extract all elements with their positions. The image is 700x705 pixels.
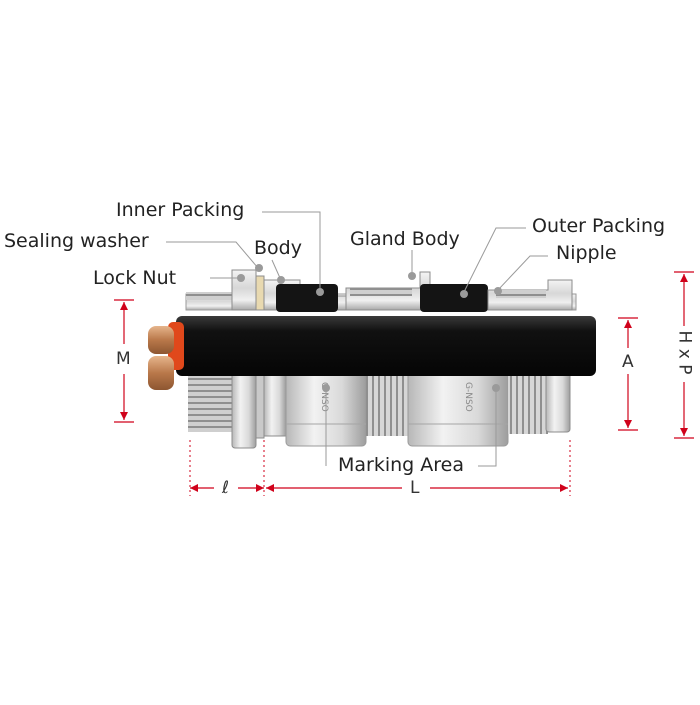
copper-conductor-2 [148,356,174,390]
sealing-washer-section [255,275,265,311]
label-gland-body: Gland Body [350,228,460,250]
section-view [185,269,577,312]
dimension-hxp: H x P [674,330,695,375]
dimension-a: A [622,352,634,372]
dimension-l-big: L [410,478,420,498]
label-nipple: Nipple [556,242,617,264]
leader-dots [237,264,502,392]
inner-packing-shape [276,284,338,312]
label-lock-nut: Lock Nut [93,267,177,289]
label-inner-packing: Inner Packing [116,199,245,221]
marking-text-2: G-NSO [463,382,473,412]
label-body: Body [254,237,302,259]
marking-text-1: G-NSO [319,382,329,412]
cable [176,316,596,376]
dimension-l-small: ℓ [222,478,230,498]
copper-conductor-1 [148,326,174,354]
leader-lines [166,211,548,467]
dimension-lines [114,271,694,492]
outer-packing-shape [420,284,488,312]
label-marking-area: Marking Area [338,454,464,476]
label-sealing-washer: Sealing washer [4,230,149,252]
label-outer-packing: Outer Packing [532,215,666,237]
extension-lines [189,440,571,496]
dimension-m: M [116,349,131,369]
